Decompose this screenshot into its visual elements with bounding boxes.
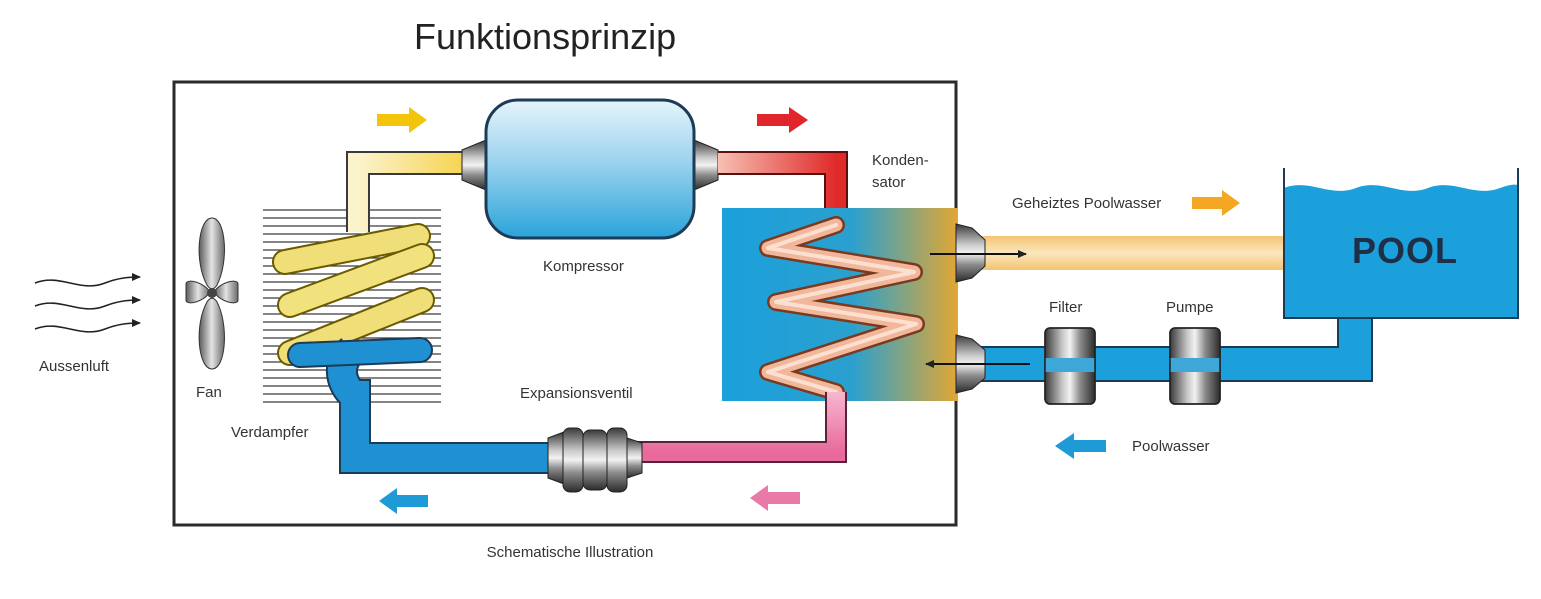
label-verdampfer: Verdampfer <box>231 424 309 441</box>
label-pool: POOL <box>1352 230 1459 271</box>
compressor <box>461 98 719 240</box>
label-aussenluft: Aussenluft <box>39 358 110 375</box>
flow-arrow-blue-left <box>379 488 428 514</box>
pool-basin <box>1283 168 1519 319</box>
diagram-caption: Schematische Illustration <box>486 544 654 561</box>
air-flow-arrows <box>34 273 141 333</box>
label-expansionsventil: Expansionsventil <box>520 385 633 402</box>
pipe-fittings <box>955 223 986 394</box>
pump-unit <box>1169 327 1221 405</box>
flow-arrow-orange <box>1192 190 1240 216</box>
filter-unit <box>1044 327 1096 405</box>
label-geheiztes-poolwasser: Geheiztes Poolwasser <box>1012 195 1162 212</box>
label-pumpe: Pumpe <box>1166 299 1214 316</box>
heated-water-pipe <box>980 236 1285 270</box>
diagram-title: Funktionsprinzip <box>414 16 677 57</box>
expansion-valve <box>547 427 643 493</box>
fan-icon <box>185 217 239 370</box>
label-fan: Fan <box>196 384 222 401</box>
flow-arrow-blue-right <box>1055 433 1106 459</box>
label-poolwasser: Poolwasser <box>1132 438 1210 455</box>
label-filter: Filter <box>1049 299 1083 316</box>
label-kondensator-line2: sator <box>872 174 906 191</box>
flow-arrow-yellow <box>377 107 427 133</box>
flow-arrow-red <box>757 107 808 133</box>
flow-arrow-pink <box>750 485 800 511</box>
condenser-coil <box>759 216 925 401</box>
label-kompressor: Kompressor <box>543 258 624 275</box>
label-kondensator-line1: Konden- <box>872 152 929 169</box>
